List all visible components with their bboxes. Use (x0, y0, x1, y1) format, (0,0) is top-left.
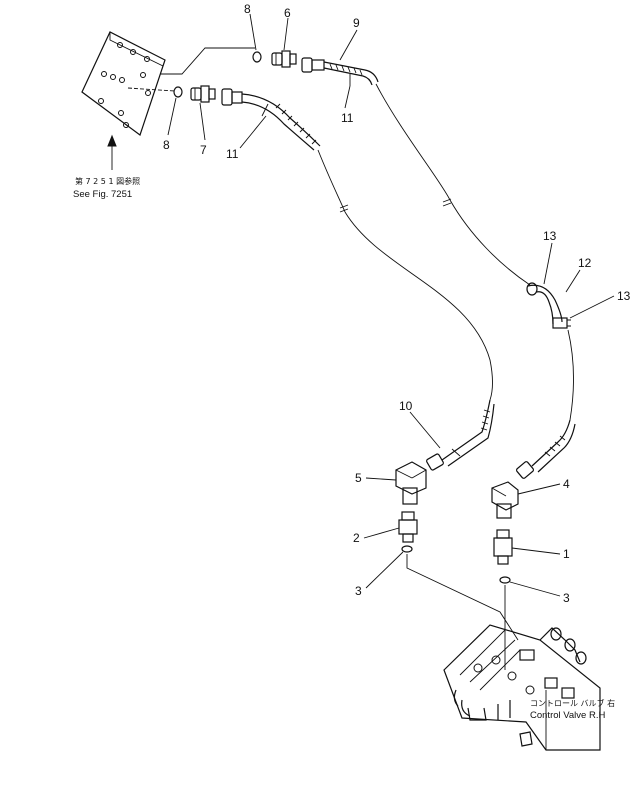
pilot-line-right (442, 198, 531, 286)
part-label-10: 10 (399, 399, 413, 413)
elbow-4 (491, 481, 519, 519)
o-ring-3-left (401, 545, 413, 553)
elbow-5 (395, 461, 427, 505)
reference-arrow (107, 134, 117, 170)
part-label-3-right: 3 (563, 591, 570, 605)
pilot-line-right-lower (567, 329, 574, 421)
o-ring-8-upper (252, 51, 262, 63)
part-label-4: 4 (563, 477, 570, 491)
fig-ref-en: See Fig. 7251 (73, 189, 132, 200)
part-label-3-left: 3 (355, 584, 362, 598)
valve-connection-lines (406, 554, 519, 670)
elbow-12 (526, 282, 571, 329)
part-label-1: 1 (563, 547, 570, 561)
hose-right-lower (515, 419, 576, 479)
hose-11 (221, 88, 346, 213)
part-label-11-upper: 11 (341, 111, 354, 125)
control-valve-rh (443, 624, 601, 751)
hose-9 (301, 57, 451, 201)
fig-ref-jp: 第 7 2 5 1 図参照 (75, 176, 140, 186)
o-ring-3-right (499, 576, 511, 584)
part-label-8-lower: 8 (163, 138, 170, 152)
control-valve-caption-en: Control Valve R.H (530, 710, 605, 721)
leader-lines (167, 13, 615, 597)
part-label-11-lower: 11 (226, 147, 239, 161)
part-label-6: 6 (284, 6, 291, 20)
adapter-1 (493, 529, 513, 565)
pilot-valve-block (81, 31, 255, 136)
pilot-line-left (339, 204, 493, 401)
adapter-2 (398, 511, 418, 543)
part-label-7: 7 (200, 143, 207, 157)
adapter-6 (271, 50, 297, 68)
part-label-13-upper: 13 (543, 229, 557, 243)
part-label-13-lower: 13 (617, 289, 631, 303)
part-label-9: 9 (353, 16, 360, 30)
adapter-7 (190, 85, 216, 103)
hose-10 (426, 399, 495, 471)
o-ring-8-lower (173, 86, 183, 98)
part-label-8-upper: 8 (244, 2, 251, 16)
control-valve-caption-jp: コントロール バルブ 右 (530, 698, 615, 708)
part-label-2: 2 (353, 531, 360, 545)
part-label-12: 12 (578, 256, 592, 270)
part-label-5: 5 (355, 471, 362, 485)
